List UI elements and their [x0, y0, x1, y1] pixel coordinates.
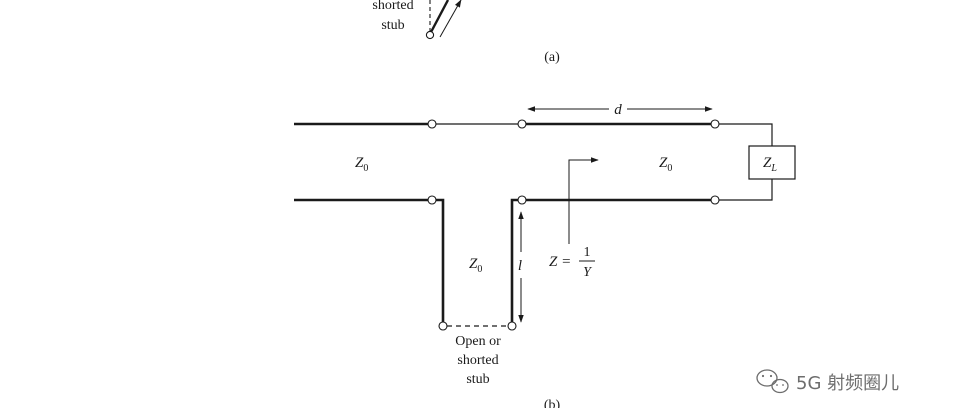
wechat-icon: [756, 369, 789, 394]
load-lead-top: [715, 123, 773, 146]
caption-b: (b): [544, 398, 561, 408]
stub-b-label-line2: shorted: [457, 353, 498, 368]
load-label: ZL: [763, 155, 777, 174]
terminal-top-junction: [517, 119, 527, 129]
stub-a-label-line2: stub: [381, 18, 404, 33]
impedance-eq-denominator: Y: [583, 265, 593, 280]
stub-a-line: [428, 0, 450, 35]
caption-a: (a): [544, 50, 560, 65]
stub-a-terminal: [425, 30, 435, 40]
watermark-text: 5G 射频圈儿: [796, 373, 899, 394]
dimension-l-label: l: [518, 258, 522, 274]
stub-a-arrow: [439, 0, 462, 38]
terminal-top-left: [427, 119, 437, 129]
impedance-reference-arrow: [568, 157, 599, 244]
load-box: [748, 145, 796, 180]
figure-a: shorted stub (a): [372, 0, 560, 65]
dimension-d-label: d: [614, 102, 622, 118]
impedance-eq-numerator: 1: [584, 245, 591, 260]
terminal-top-right: [710, 119, 720, 129]
terminal-stub-end-left: [438, 321, 448, 331]
z0-label-left: Z0: [355, 155, 368, 174]
stub-line-left: [432, 198, 445, 326]
load-lead-bottom: [715, 179, 773, 201]
terminal-stub-end-right: [507, 321, 517, 331]
terminal-bottom-right: [710, 195, 720, 205]
terminal-bottom-left: [427, 195, 437, 205]
stub-b-label-line3: stub: [466, 372, 489, 387]
z0-label-right: Z0: [659, 155, 672, 174]
impedance-eq-lhs: Z =: [549, 254, 571, 270]
stub-b-label-line1: Open or: [455, 334, 501, 349]
watermark: 5G 射频圈儿: [756, 369, 899, 394]
terminal-bottom-junction: [517, 195, 527, 205]
stub-a-label-line1: shorted: [372, 0, 413, 13]
z0-label-stub: Z0: [469, 256, 482, 275]
figure-b: d l Z0 Z0 Z0 ZL Z = 1 Y Open or shorted …: [294, 102, 796, 408]
